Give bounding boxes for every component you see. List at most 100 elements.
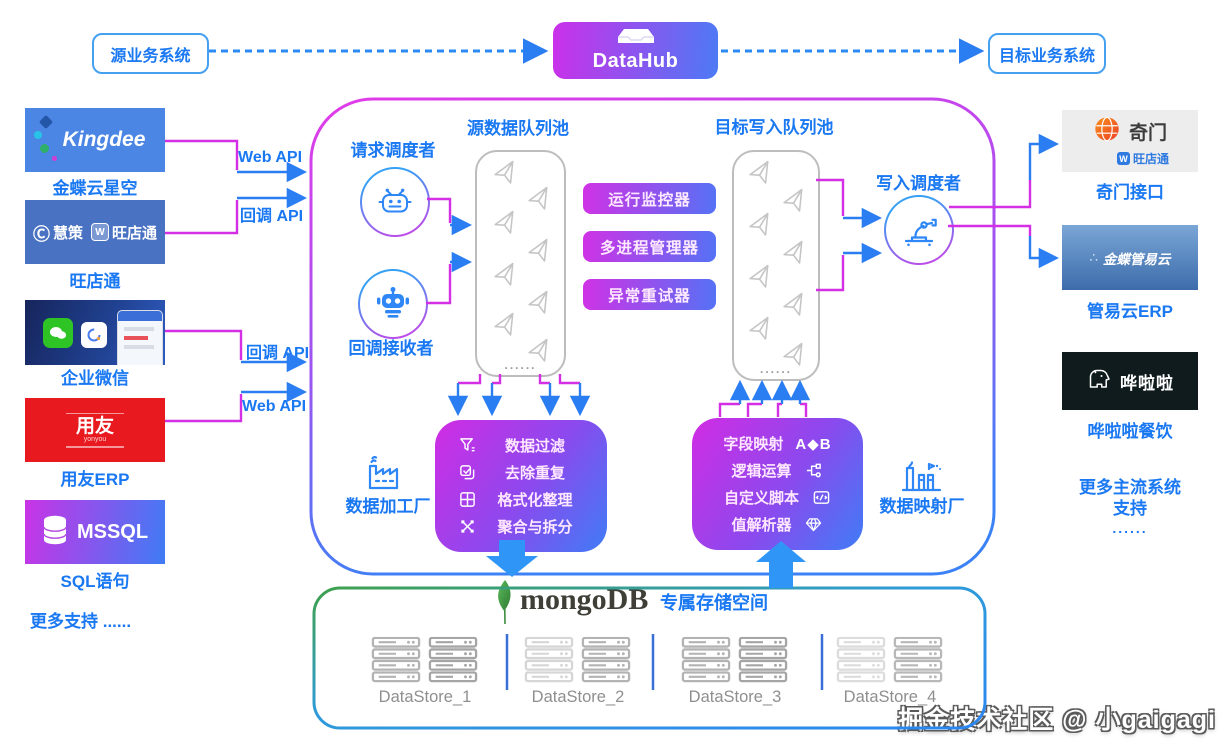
callback-receiver-node bbox=[358, 269, 428, 339]
kingdee-logo-dot bbox=[40, 144, 49, 153]
phone-header bbox=[118, 311, 162, 321]
dedupe-icon bbox=[457, 464, 477, 482]
api-label-callback-2: 回调 API bbox=[246, 345, 310, 362]
kingdee-logo-dot bbox=[52, 156, 57, 161]
server-stack-icon bbox=[371, 636, 421, 684]
kingdee-logo-dot bbox=[34, 131, 42, 139]
wechat-work-logo-card bbox=[25, 300, 165, 365]
writer-to-right-connectors bbox=[948, 133, 1060, 269]
target-queue-title: 目标写入队列池 bbox=[714, 118, 834, 137]
yonyou-logo-text: 用友 bbox=[75, 416, 114, 437]
qimen-logo-sub: 旺店通 bbox=[1132, 152, 1169, 166]
field-map-badge: A◆B bbox=[795, 435, 832, 453]
target-business-system-label: 目标业务系统 bbox=[998, 47, 1095, 65]
datastore-2-servers bbox=[524, 636, 631, 684]
yonyou-label: 用友ERP bbox=[60, 470, 130, 489]
mongodb-logo-text: mongoDB bbox=[520, 583, 649, 616]
api-label-webapi-2: Web API bbox=[242, 398, 307, 415]
monitor-pill-runtime: 运行监控器 bbox=[583, 183, 716, 214]
factory-item-label: 聚合与拆分 bbox=[497, 519, 573, 536]
robot-solid-icon bbox=[373, 282, 413, 327]
hualala-logo-card: 哗啦啦 bbox=[1062, 352, 1198, 410]
queue-to-writer-connectors bbox=[816, 178, 883, 292]
wechat-icon bbox=[43, 318, 73, 348]
yonyou-logo-sub: yonyou bbox=[83, 436, 107, 443]
server-stack-icon bbox=[681, 636, 731, 684]
queue-ellipsis: ...... bbox=[504, 358, 537, 372]
huice-logo-text: 慧策 bbox=[52, 224, 83, 242]
monitor-pill-multiprocess: 多进程管理器 bbox=[583, 231, 716, 262]
database-icon bbox=[42, 515, 68, 550]
qimen-sub-row: W 旺店通 bbox=[1091, 150, 1169, 167]
guanyiyun-logo-mark: ∴ bbox=[1089, 249, 1098, 265]
wangdiantong-logo-card: Ⓒ 慧策 W 旺店通 bbox=[25, 200, 165, 264]
kingdee-logo-text: Kingdee bbox=[62, 128, 146, 151]
right-more-dots: ...... bbox=[1112, 520, 1148, 536]
hualala-hippo-icon bbox=[1086, 367, 1112, 396]
guanyiyun-logo-card: ∴ 金蝶管易云 bbox=[1062, 225, 1198, 290]
hualala-logo-text: 哗啦啦 bbox=[1120, 373, 1174, 393]
yonyou-deco-line bbox=[66, 412, 124, 414]
scheduler-connectors bbox=[426, 197, 473, 305]
watermark: 掘金技术社区 @ 小gaigagi bbox=[898, 706, 1216, 734]
qimen-logo-card: 奇门 W 旺店通 bbox=[1062, 110, 1198, 172]
paper-planes bbox=[747, 160, 808, 369]
factory-item-label: 字段映射 bbox=[723, 436, 784, 453]
robot-arm-icon bbox=[898, 207, 940, 254]
server-stack-icon bbox=[738, 636, 788, 684]
huice-swirl-icon: Ⓒ bbox=[32, 224, 50, 244]
factory-item-row: 值解析器 bbox=[692, 511, 863, 538]
write-scheduler-node bbox=[884, 195, 954, 265]
factory-item-row: 数据过滤 bbox=[435, 432, 607, 459]
wdt-square-icon: W bbox=[1116, 152, 1130, 165]
target-business-system-box: 目标业务系统 bbox=[988, 33, 1106, 74]
wdt-square-icon: W bbox=[91, 223, 109, 241]
qimen-label: 奇门接口 bbox=[1096, 183, 1164, 202]
kingdee-logo-card: Kingdee bbox=[25, 108, 165, 172]
processing-factory-label: 数据加工厂 bbox=[345, 497, 431, 516]
storage-title: 专属存储空间 bbox=[660, 593, 768, 613]
filter-icon bbox=[457, 437, 477, 455]
wecom-bubble-icon bbox=[81, 322, 107, 348]
api-label-callback-1: 回调 API bbox=[240, 208, 304, 225]
mapping-factory-icon bbox=[899, 456, 943, 501]
factory-to-queue-connectors bbox=[718, 379, 811, 417]
api-label-webapi-1: Web API bbox=[238, 149, 303, 166]
server-stack-icon bbox=[893, 636, 943, 684]
hualala-label: 哗啦啦餐饮 bbox=[1087, 422, 1173, 441]
datastore-2-label: DataStore_2 bbox=[531, 688, 625, 706]
guanyiyun-logo-text: 金蝶管易云 bbox=[1102, 251, 1171, 267]
wdt-logo-text: 旺店通 bbox=[112, 224, 158, 242]
wangdiantong-label: 旺店通 bbox=[69, 272, 121, 291]
server-stack-icon bbox=[428, 636, 478, 684]
source-business-system-box: 源业务系统 bbox=[92, 33, 209, 74]
gem-icon bbox=[804, 516, 824, 534]
right-more-line2: 支持 bbox=[1113, 499, 1147, 518]
left-more-label: 更多支持 ...... bbox=[30, 612, 132, 631]
source-business-system-label: 源业务系统 bbox=[110, 47, 191, 65]
factory-item-label: 格式化整理 bbox=[497, 492, 573, 509]
script-icon bbox=[811, 489, 831, 507]
guanyiyun-label: 管易云ERP bbox=[1087, 302, 1173, 321]
mapping-factory-box: 字段映射 A◆B 逻辑运算 自定义脚本 值解析器 bbox=[692, 418, 863, 550]
left-connectors bbox=[165, 139, 308, 423]
datastore-3-servers bbox=[681, 636, 788, 684]
datastore-1-label: DataStore_1 bbox=[378, 688, 472, 706]
qimen-logo-text: 奇门 bbox=[1128, 123, 1167, 144]
datastore-3-label: DataStore_3 bbox=[688, 688, 782, 706]
kingdee-logo-dot bbox=[38, 114, 54, 130]
yonyou-deco-line bbox=[66, 446, 124, 448]
wechat-work-label: 企业微信 bbox=[61, 369, 129, 388]
server-stack-icon bbox=[581, 636, 631, 684]
grid-icon bbox=[457, 491, 477, 509]
factory-item-label: 自定义脚本 bbox=[723, 490, 799, 507]
processing-factory-icon bbox=[364, 454, 406, 499]
mssql-logo-card: MSSQL bbox=[25, 500, 165, 564]
callback-receiver-label: 回调接收者 bbox=[348, 339, 434, 358]
factory-item-row: 自定义脚本 bbox=[692, 484, 863, 511]
logic-branch-icon bbox=[804, 462, 824, 480]
factory-item-label: 值解析器 bbox=[731, 517, 792, 534]
factory-item-label: 逻辑运算 bbox=[731, 463, 792, 480]
processing-factory-box: 数据过滤 去除重复 格式化整理 聚合与拆分 bbox=[435, 420, 607, 552]
